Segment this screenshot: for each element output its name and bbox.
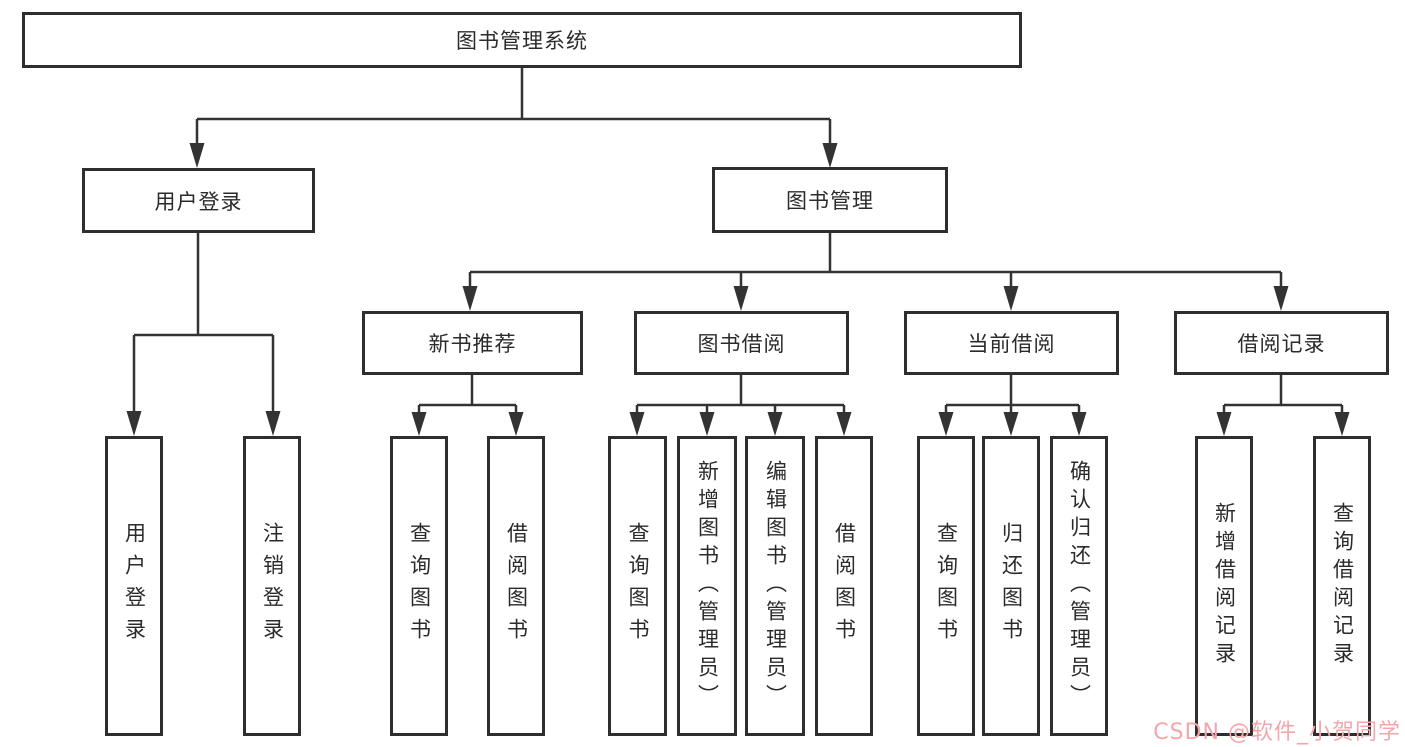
leaf-logout-login-label: 注销登录 bbox=[260, 522, 285, 650]
node-current-borrow-label: 当前借阅 bbox=[967, 332, 1056, 356]
leaf-br-add-record-label: 新增借阅记录 bbox=[1212, 502, 1237, 670]
leaf-bb-edit-books-admin: 编辑图书（管理员） bbox=[745, 436, 805, 736]
leaf-bb-borrow-books: 借阅图书 bbox=[815, 436, 873, 736]
leaf-bb-query-books-label: 查询图书 bbox=[626, 522, 650, 650]
node-new-book-recommend-label: 新书推荐 bbox=[428, 332, 517, 356]
node-current-borrow: 当前借阅 bbox=[904, 311, 1119, 375]
leaf-br-add-record: 新增借阅记录 bbox=[1195, 436, 1253, 736]
node-book-management: 图书管理 bbox=[712, 167, 948, 233]
node-borrow-records: 借阅记录 bbox=[1174, 311, 1389, 375]
leaf-nb-borrow-books: 借阅图书 bbox=[487, 436, 545, 736]
leaf-br-query-record-label: 查询借阅记录 bbox=[1330, 502, 1355, 670]
leaf-cb-return-books: 归还图书 bbox=[982, 436, 1040, 736]
leaf-bb-add-books-admin-label: 新增图书（管理员） bbox=[695, 460, 720, 712]
leaf-bb-add-books-admin: 新增图书（管理员） bbox=[677, 436, 737, 736]
watermark: CSDN @软件_小贺同学 bbox=[1153, 720, 1401, 745]
leaf-bb-borrow-books-label: 借阅图书 bbox=[832, 522, 857, 650]
node-root-label: 图书管理系统 bbox=[456, 29, 588, 53]
node-book-borrow-label: 图书借阅 bbox=[697, 332, 786, 356]
leaf-br-query-record: 查询借阅记录 bbox=[1313, 436, 1371, 736]
node-book-borrow: 图书借阅 bbox=[634, 311, 849, 375]
node-book-management-label: 图书管理 bbox=[786, 189, 874, 213]
leaf-cb-confirm-return-admin-label: 确认归还（管理员） bbox=[1067, 460, 1092, 712]
node-root: 图书管理系统 bbox=[22, 12, 1022, 68]
leaf-nb-query-books: 查询图书 bbox=[390, 436, 448, 736]
leaf-cb-return-books-label: 归还图书 bbox=[999, 522, 1024, 650]
leaf-bb-edit-books-admin-label: 编辑图书（管理员） bbox=[763, 460, 788, 712]
leaf-cb-confirm-return-admin: 确认归还（管理员） bbox=[1050, 436, 1108, 736]
leaf-nb-borrow-books-label: 借阅图书 bbox=[504, 522, 529, 650]
leaf-cb-query-books-label: 查询图书 bbox=[934, 522, 959, 650]
leaf-logout-login: 注销登录 bbox=[243, 436, 301, 736]
node-borrow-records-label: 借阅记录 bbox=[1237, 332, 1326, 356]
leaf-nb-query-books-label: 查询图书 bbox=[407, 522, 432, 650]
leaf-user-login-label: 用户登录 bbox=[122, 522, 147, 650]
node-new-book-recommend: 新书推荐 bbox=[362, 311, 583, 375]
leaf-bb-query-books: 查询图书 bbox=[608, 436, 667, 736]
leaf-cb-query-books: 查询图书 bbox=[917, 436, 975, 736]
node-user-login: 用户登录 bbox=[82, 168, 315, 233]
node-user-login-label: 用户登录 bbox=[154, 189, 243, 214]
leaf-user-login: 用户登录 bbox=[105, 436, 163, 736]
